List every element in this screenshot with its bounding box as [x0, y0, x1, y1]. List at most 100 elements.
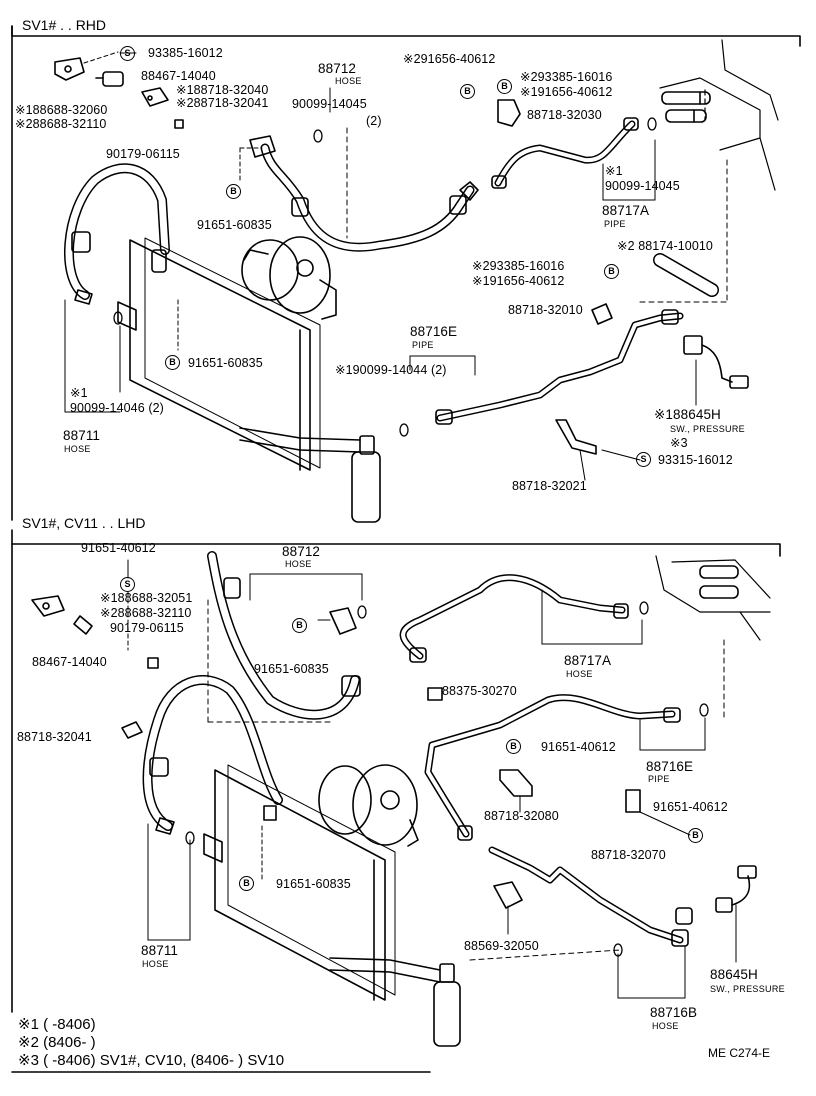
s-mark: S — [120, 46, 135, 61]
rhd-leader-lines — [64, 52, 728, 481]
lhd-sensor-bracket — [31, 595, 159, 739]
part-label: ※188688-32051 — [100, 591, 193, 605]
part-label: ※288688-32110 — [15, 117, 107, 131]
part-label: 88712 — [282, 544, 321, 559]
b-mark: B — [239, 876, 254, 891]
part-label: ※1 — [605, 164, 623, 178]
rhd-frame — [11, 25, 801, 521]
footnote-3: ※3 ( -8406) SV1#, CV10, (8406- ) SV10 — [18, 1052, 285, 1069]
part-label: ※288688-32110 — [100, 606, 192, 620]
b-mark: B — [165, 355, 180, 370]
lhd-section-header: SV1#, CV11 . . LHD — [22, 515, 146, 531]
part-sublabel: PIPE — [604, 219, 626, 229]
part-label: ※191656-40612 — [472, 274, 565, 288]
lhd-firewall-outline — [655, 555, 771, 641]
part-label: ※288718-32041 — [176, 96, 269, 110]
rhd-compressor — [241, 236, 337, 320]
diagram-code: ME C274-E — [708, 1046, 771, 1060]
part-label: 90179-06115 — [110, 621, 184, 635]
rhd-section-header: SV1# . . RHD — [22, 17, 107, 33]
lhd-receiver-dryer — [329, 957, 461, 1047]
part-sublabel: HOSE — [142, 959, 169, 969]
part-sublabel: SW., PRESSURE — [670, 424, 745, 434]
lhd-hose-88712 — [207, 551, 361, 720]
part-label: 88718-32030 — [527, 108, 602, 122]
b-mark: B — [506, 739, 521, 754]
part-label: ※190099-14044 (2) — [335, 363, 447, 377]
b-mark: B — [497, 79, 512, 94]
part-label: 88718-32070 — [591, 848, 666, 862]
footnote-1: ※1 ( -8406) — [18, 1016, 96, 1033]
part-label: 91651-40612 — [653, 800, 728, 814]
part-label: 91651-60835 — [254, 662, 329, 676]
part-label: 88718-32080 — [484, 809, 559, 823]
rhd-receiver-dryer — [239, 427, 381, 523]
part-label: 88712 — [318, 61, 357, 76]
part-label: 88569-32050 — [464, 939, 539, 953]
part-sublabel: HOSE — [566, 669, 593, 679]
part-sublabel: HOSE — [285, 559, 312, 569]
b-mark: B — [604, 264, 619, 279]
part-label: 88716E — [646, 759, 694, 774]
part-label: 91651-60835 — [197, 218, 272, 232]
rhd-sensor-bracket — [54, 57, 184, 129]
lhd-pipe-88716E — [424, 687, 681, 841]
part-label: 91651-40612 — [541, 740, 616, 754]
part-label: 88716B — [650, 1005, 698, 1020]
rhd-evaporator-connectors — [661, 91, 711, 123]
part-label: 90099-14045 — [605, 179, 680, 193]
lhd-pipe-88717A — [399, 574, 629, 663]
part-label: ※1 — [70, 386, 88, 400]
part-label: 88717A — [564, 653, 612, 668]
rhd-tube-88174 — [653, 253, 719, 297]
part-label: ※291656-40612 — [403, 52, 496, 66]
part-label: 93315-16012 — [658, 453, 733, 467]
rhd-hose-88712 — [249, 135, 479, 252]
part-label: ※188718-32040 — [176, 83, 269, 97]
part-label: ※188688-32060 — [15, 103, 108, 117]
lhd-compressor — [318, 764, 419, 847]
b-mark: B — [688, 828, 703, 843]
part-label: ※293385-16016 — [520, 70, 613, 84]
b-mark: B — [226, 184, 241, 199]
lhd-frame — [11, 529, 781, 1073]
part-sublabel: HOSE — [64, 444, 91, 454]
part-label: 88718-32041 — [17, 730, 92, 744]
part-label: ※3 — [670, 436, 688, 450]
part-label: 91651-60835 — [188, 356, 263, 370]
footnote-2: ※2 (8406- ) — [18, 1034, 96, 1051]
rhd-condenser — [117, 237, 321, 471]
lhd-evaporator-connectors — [699, 565, 739, 599]
part-label: 90179-06115 — [106, 147, 180, 161]
part-label: 88711 — [63, 428, 101, 443]
rhd-pressure-switch — [683, 335, 749, 389]
lhd-pressure-switch — [715, 865, 757, 913]
s-mark: S — [636, 452, 651, 467]
b-mark: B — [292, 618, 307, 633]
part-sublabel: HOSE — [335, 76, 362, 86]
rhd-pipe-88717A — [491, 99, 639, 189]
part-label: 88711 — [141, 943, 179, 958]
part-label: ※2 88174-10010 — [617, 239, 713, 253]
part-label: 88716E — [410, 324, 458, 339]
lhd-hose-88716B — [488, 846, 693, 947]
part-label: ※188645H — [654, 407, 721, 422]
part-sublabel: HOSE — [652, 1021, 679, 1031]
part-label: 88717A — [602, 203, 650, 218]
part-sublabel: SW., PRESSURE — [710, 984, 785, 994]
part-label: ※191656-40612 — [520, 85, 613, 99]
part-label: 90099-14046 (2) — [70, 401, 164, 415]
part-label: 88467-14040 — [32, 655, 107, 669]
part-label: 93385-16012 — [148, 46, 223, 60]
s-mark: S — [120, 577, 135, 592]
part-label: 88718-32021 — [512, 479, 587, 493]
part-label: 88467-14040 — [141, 69, 216, 83]
part-label: 91651-60835 — [276, 877, 351, 891]
part-label: 88375-30270 — [442, 684, 517, 698]
o-rings — [113, 117, 709, 957]
rhd-hose-88711 — [64, 163, 170, 305]
lhd-hose-88711 — [142, 675, 283, 835]
rhd-bracket-88718-32021 — [555, 419, 597, 455]
part-label: (2) — [366, 114, 382, 128]
